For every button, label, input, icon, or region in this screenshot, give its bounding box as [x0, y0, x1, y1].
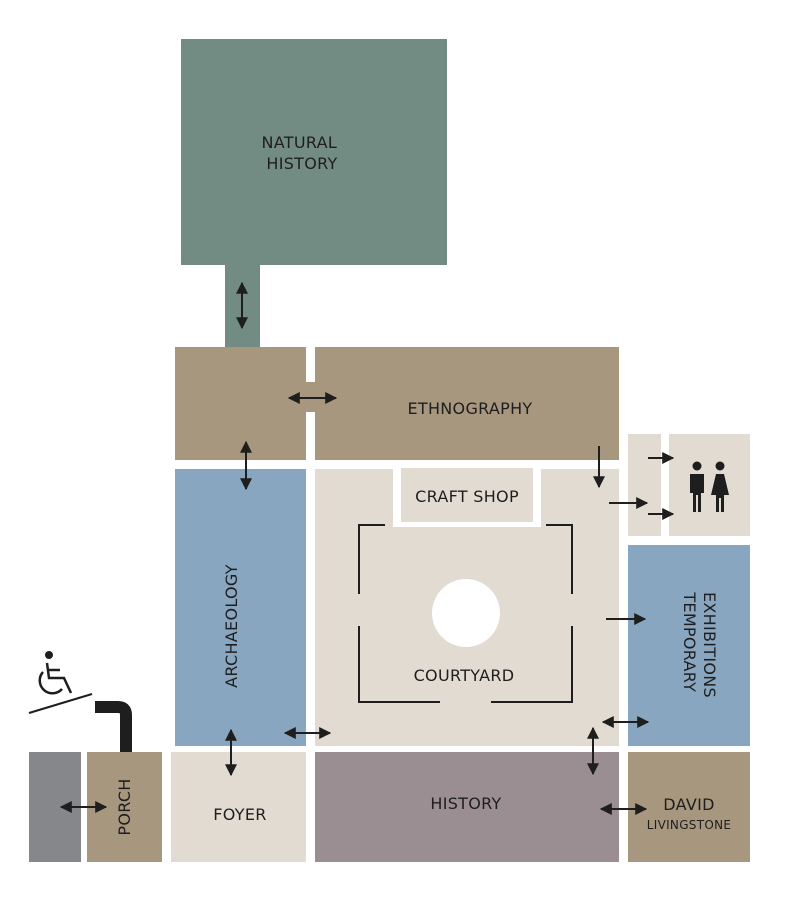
room-history[interactable]: [315, 752, 619, 862]
toilets-corridor: [628, 434, 661, 536]
room-temporary-exhibitions[interactable]: [628, 545, 750, 746]
room-label-temporary-2: EXHIBITIONS: [700, 592, 719, 698]
room-archaeology[interactable]: [175, 469, 306, 746]
room-label-livingstone: LIVINGSTONE: [647, 818, 732, 832]
svg-text:NATURAL HISTORY: NATURAL HISTORY: [262, 133, 343, 173]
room-label-history: HISTORY: [430, 794, 501, 813]
room-label-temporary-1: TEMPORARY: [680, 591, 699, 692]
navigation-arrows: [59, 281, 675, 815]
room-label-ethnography: ETHNOGRAPHY: [407, 399, 532, 418]
room-natural-history[interactable]: [181, 39, 447, 265]
room-david-livingstone[interactable]: [628, 752, 750, 862]
room-ethnography[interactable]: [315, 347, 619, 460]
room-foyer[interactable]: [171, 752, 306, 862]
room-ethnography-west[interactable]: [175, 347, 306, 460]
room-toilets[interactable]: [669, 434, 750, 536]
room-label-natural-history-2: HISTORY: [266, 154, 337, 173]
room-label-david: DAVID: [663, 795, 714, 814]
svg-text:TEMPORARY EXHIBITIONS: TEMPORARY EXHIBITIONS: [680, 591, 719, 698]
room-label-craft-shop: CRAFT SHOP: [415, 487, 519, 506]
courtyard-walls: [358, 524, 573, 703]
access-ramp: [95, 701, 132, 752]
room-label-natural-history-1: NATURAL: [262, 133, 338, 152]
room-label-porch: PORCH: [115, 778, 134, 835]
craft-shop-inner: [401, 468, 533, 522]
courtyard-fountain: [432, 579, 500, 647]
room-label-archaeology: ARCHAEOLOGY: [222, 564, 241, 688]
room-label-foyer: FOYER: [213, 805, 266, 824]
ramp-line: [28, 693, 93, 714]
toilets-icon: [690, 461, 729, 512]
wheelchair-access-icon: [38, 651, 73, 695]
room-label-courtyard: COURTYARD: [414, 666, 515, 685]
